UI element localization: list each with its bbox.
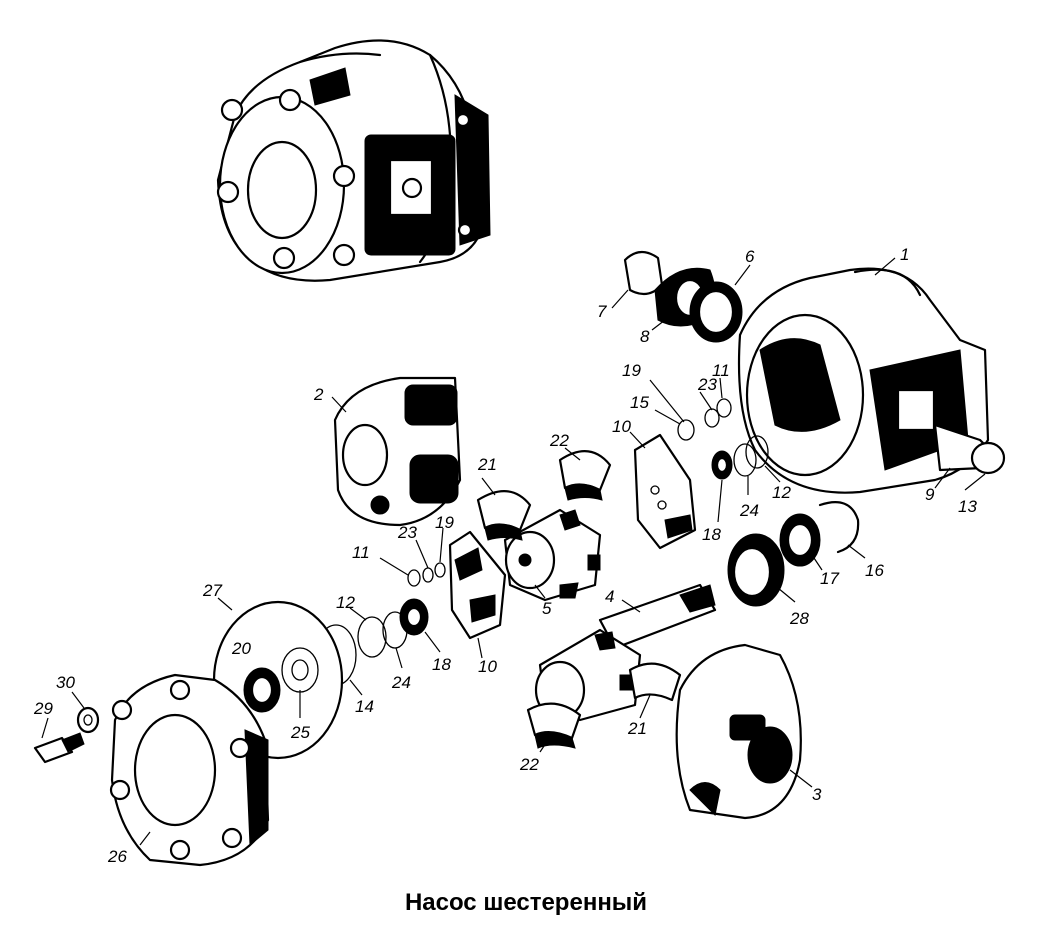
gears [503,508,717,722]
figure-caption: Насос шестеренный [404,889,648,916]
plate-right [633,433,697,550]
callout-20: 20 [231,639,251,658]
callout-22a: 22 [549,431,569,450]
callout-5: 5 [542,599,552,618]
callout-12b: 12 [336,593,355,612]
callout-9: 9 [925,485,935,504]
callouts: 1 2 3 4 5 6 7 8 9 10 10 11 11 12 12 13 1… [33,245,986,866]
callout-18b: 18 [432,655,451,674]
callout-23a: 23 [697,375,717,394]
callout-24a: 24 [739,501,759,520]
callout-6: 6 [745,247,755,266]
bearing-halves [476,450,682,749]
callout-1: 1 [900,245,909,264]
callout-19a: 19 [622,361,641,380]
plate-left [448,530,507,640]
callout-17: 17 [820,569,839,588]
callout-28: 28 [789,609,809,628]
callout-16: 16 [865,561,884,580]
callout-21a: 21 [477,455,497,474]
callout-14: 14 [355,697,374,716]
callout-4: 4 [605,587,614,606]
callout-13: 13 [958,497,977,516]
callout-26: 26 [107,847,127,866]
callout-10b: 10 [478,657,497,676]
callout-8: 8 [640,327,650,346]
callout-15: 15 [630,393,649,412]
callout-10a: 10 [612,417,631,436]
rings [315,398,860,686]
bushing-lower [675,643,802,820]
callout-19b: 19 [435,513,454,532]
cover [109,673,270,867]
housing [737,267,1006,494]
callout-18a: 18 [702,525,721,544]
callout-29: 29 [33,699,53,718]
callout-7: 7 [597,302,607,321]
callout-23b: 23 [397,523,417,542]
callout-22b: 22 [519,755,539,774]
assembled-pump [216,39,491,282]
callout-30: 30 [56,673,75,692]
callout-27: 27 [202,581,222,600]
callout-12a: 12 [772,483,791,502]
bolt [33,706,100,764]
callout-3: 3 [812,785,822,804]
callout-25: 25 [290,723,310,742]
seal-parts-top [623,250,743,343]
callout-11b: 11 [352,543,370,562]
callout-21b: 21 [627,719,647,738]
callout-24b: 24 [391,673,411,692]
callout-2: 2 [313,385,324,404]
bushing-upper [333,376,462,527]
callout-11a: 11 [712,361,730,380]
